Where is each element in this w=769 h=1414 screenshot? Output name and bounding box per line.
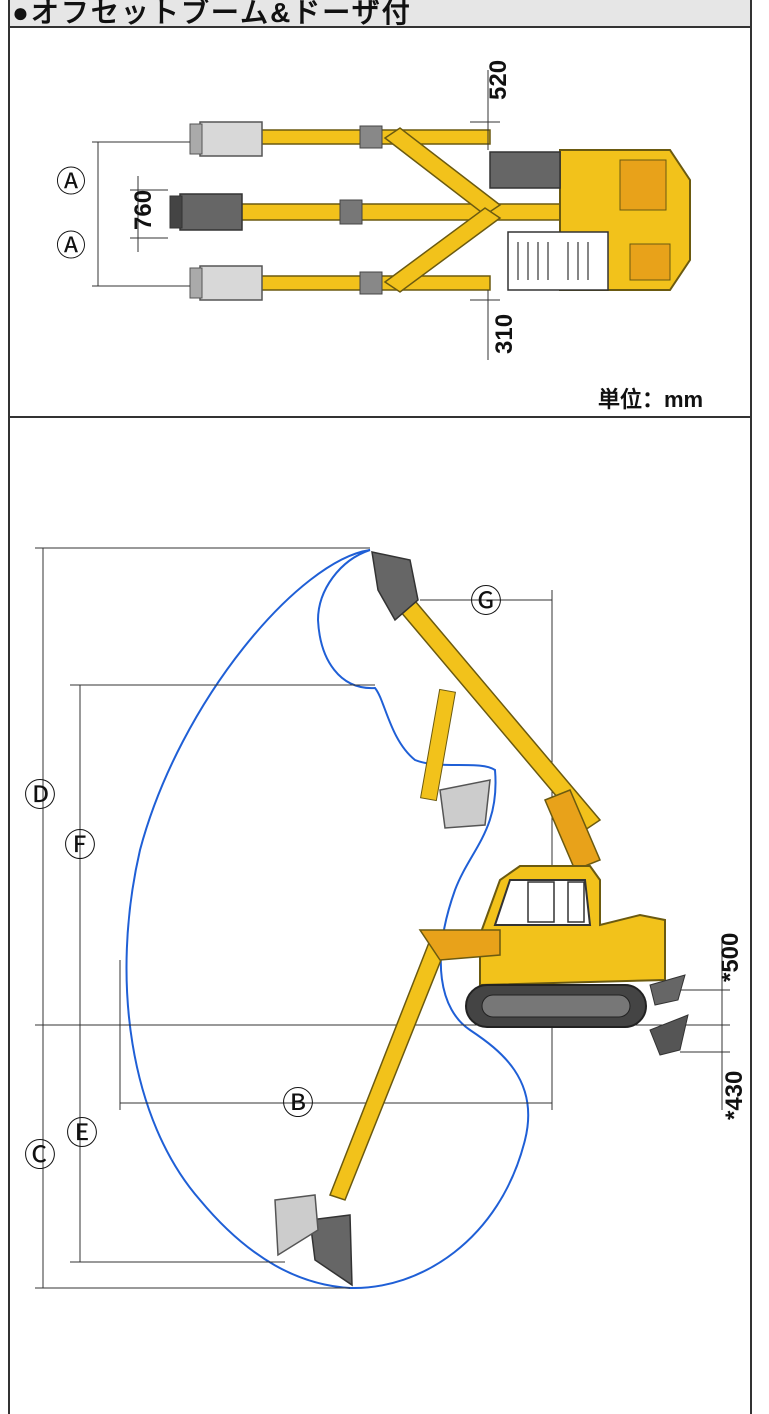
dim-dozer-down: *430 (721, 1071, 748, 1120)
section-divider (10, 416, 750, 418)
label-f: Ⓕ (64, 827, 96, 863)
diagram-frame (8, 0, 752, 1414)
dim-520: 520 (485, 60, 512, 100)
raised-boom (371, 551, 602, 871)
title-bar: ●オフセットブーム&ドーザ付 (10, 0, 750, 28)
top-offset-links (383, 127, 502, 293)
top-arm-lower (189, 265, 491, 301)
top-arm-upper (189, 121, 491, 157)
label-a-lower: Ⓐ (56, 230, 86, 263)
label-d: Ⓓ (24, 777, 56, 813)
label-g: Ⓖ (470, 583, 502, 619)
label-b: Ⓑ (282, 1085, 314, 1121)
label-a-upper: Ⓐ (56, 166, 86, 199)
dim-760: 760 (130, 190, 157, 230)
excavator-body (479, 865, 666, 987)
top-view-diagram (92, 70, 691, 360)
page-title: ●オフセットブーム&ドーザ付 (12, 0, 412, 28)
side-view-diagram (35, 547, 730, 1290)
lowered-boom (274, 929, 501, 1287)
unit-label: 単位：mm (598, 387, 704, 412)
top-dimension-lines (92, 70, 500, 360)
working-range-envelope (125, 549, 530, 1290)
top-upper-structure (489, 149, 691, 291)
dozer-blade (649, 974, 689, 1056)
label-e: Ⓔ (66, 1115, 98, 1151)
crawler-tracks (465, 984, 647, 1028)
dim-dozer-up: *500 (717, 933, 744, 982)
top-arm-center (169, 193, 621, 231)
dim-310: 310 (491, 314, 518, 354)
label-c: Ⓒ (24, 1137, 56, 1173)
